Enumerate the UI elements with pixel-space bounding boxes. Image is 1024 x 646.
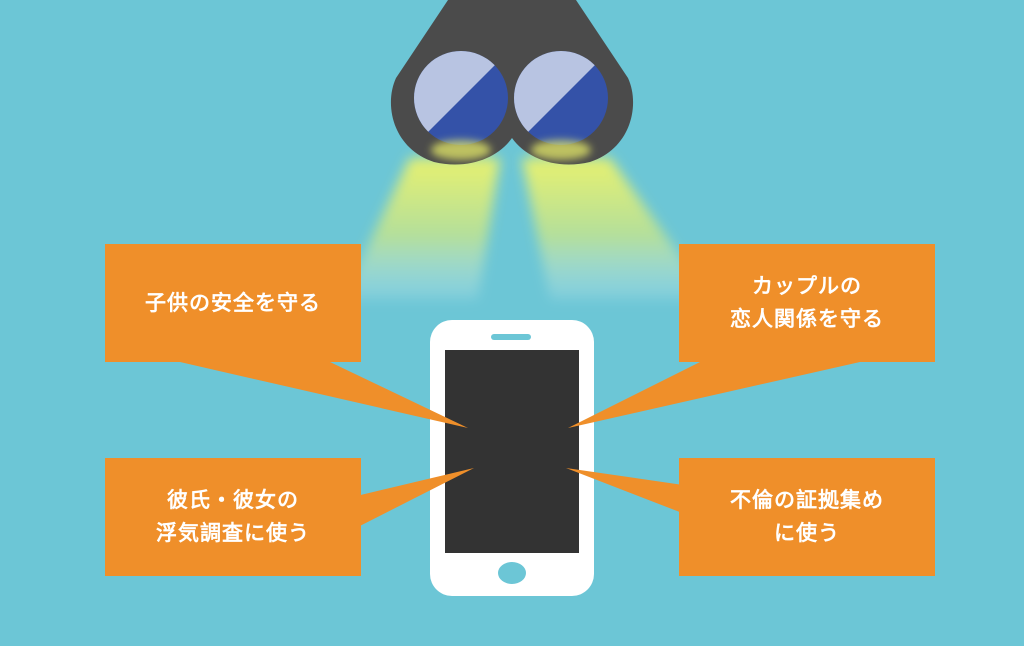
callout-bottom-left-line-2: 浮気調査に使う bbox=[156, 521, 310, 545]
callout-box-top-left-shape bbox=[105, 244, 361, 362]
callout-box-bottom-left-shape bbox=[105, 458, 361, 576]
callout-top-left: 子供の安全を守る bbox=[105, 244, 361, 362]
light-beams bbox=[342, 158, 712, 300]
callout-bottom-right-line-1: 不倫の証拠集め bbox=[730, 488, 884, 512]
callout-box-top-right-shape bbox=[679, 244, 935, 362]
callout-tail-top-left bbox=[180, 362, 468, 428]
phone-speaker bbox=[491, 334, 531, 340]
callout-top-right-line-1: カップルの bbox=[752, 274, 862, 298]
phone-screen bbox=[445, 350, 579, 553]
callout-box-bottom-right-shape bbox=[679, 458, 935, 576]
lens-right bbox=[514, 51, 608, 145]
light-beam-right bbox=[522, 158, 712, 300]
callout-tail-bottom-right bbox=[566, 468, 690, 516]
callout-tail-bottom-left bbox=[348, 468, 474, 532]
callout-bottom-right: 不倫の証拠集め に使う bbox=[679, 458, 935, 576]
callout-top-left-line-1: 子供の安全を守る bbox=[145, 290, 321, 315]
smartphone-icon bbox=[430, 320, 594, 596]
phone-home-button bbox=[498, 562, 526, 584]
callout-top-right-line-2: 恋人関係を守る bbox=[730, 307, 884, 331]
callout-bottom-right-line-2: に使う bbox=[774, 521, 840, 545]
callout-bottom-left: 彼氏・彼女の 浮気調査に使う bbox=[105, 458, 361, 576]
lens-left bbox=[414, 51, 508, 145]
binoculars-icon bbox=[390, 0, 634, 165]
light-beam-left bbox=[342, 158, 500, 300]
callout-bottom-left-line-1: 彼氏・彼女の bbox=[167, 488, 299, 512]
callout-top-right: カップルの 恋人関係を守る bbox=[679, 244, 935, 362]
callout-tails bbox=[180, 362, 860, 532]
callout-boxes bbox=[105, 244, 935, 576]
callout-tail-top-right bbox=[568, 362, 860, 428]
